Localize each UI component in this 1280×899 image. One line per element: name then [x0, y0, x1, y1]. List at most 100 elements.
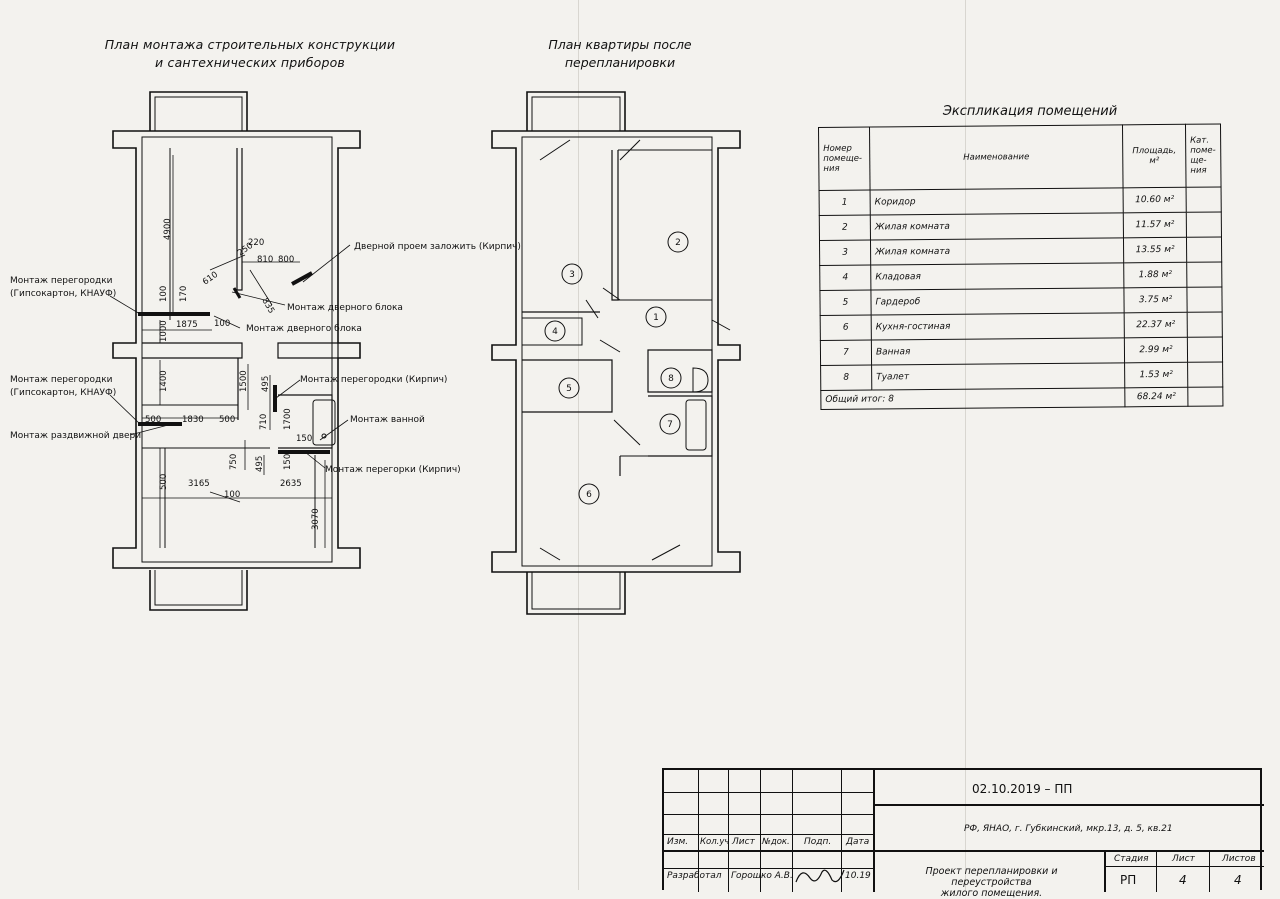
signature-icon [795, 869, 845, 883]
dim-100-c: 100 [224, 490, 240, 500]
row-area: 3.75 м² [1123, 287, 1188, 313]
note-partition-brick-1: Монтаж перегородки (Кирпич) [300, 375, 447, 385]
room-number-4: 4 [552, 327, 558, 337]
dim-3070: 3070 [311, 508, 321, 530]
stamp-line [873, 770, 875, 892]
stamp-project: Проект перепланировки и переустройства ж… [889, 866, 1094, 899]
explication-table: Номер помеще-ния Наименование Площадь, м… [818, 123, 1223, 410]
row-category [1187, 336, 1223, 363]
table-row: 7 Ванная 2.99 м² [820, 336, 1223, 366]
dim-710: 710 [259, 414, 269, 430]
row-name: Гардероб [870, 287, 1125, 316]
row-category [1186, 186, 1222, 213]
stamp-sheets-label: Листов [1222, 854, 1256, 864]
stamp-stage: РП [1120, 873, 1137, 887]
stamp-line [1209, 850, 1210, 892]
dim-4900: 4900 [163, 218, 173, 240]
dim-150-b: 150 [283, 454, 293, 470]
stamp-line [728, 770, 729, 892]
row-area: 22.37 м² [1124, 312, 1188, 338]
note-partition-gkl-2-line1: Монтаж перегородки [10, 375, 113, 385]
dim-1830: 1830 [182, 415, 204, 425]
dim-150-a: 150 [296, 434, 312, 444]
row-name: Кухня-гостиная [871, 312, 1125, 341]
row-num: 5 [819, 290, 872, 316]
note-door-block-1: Монтаж дверного блока [287, 303, 403, 313]
mount-plan-title-line1: План монтажа строительных конструкции [104, 37, 396, 52]
row-num: 2 [819, 215, 871, 241]
total-row: Общий итог: 8 68.24 м² [820, 386, 1223, 410]
row-name: Туалет [871, 362, 1125, 391]
stamp-role: Разработал [667, 871, 722, 881]
stamp-line [664, 850, 873, 852]
room-number-1: 1 [653, 313, 659, 323]
table-row: 5 Гардероб 3.75 м² [819, 286, 1223, 316]
dim-810: 810 [257, 255, 273, 265]
room-number-5: 5 [566, 384, 572, 394]
dim-1000: 1000 [159, 320, 169, 342]
stamp-line [698, 770, 699, 892]
row-num: 6 [820, 315, 872, 341]
title-block-stamp: 02.10.2019 – ПП РФ, ЯНАО, г. Губкинский,… [662, 768, 1264, 899]
row-category [1186, 261, 1222, 288]
row-category [1186, 286, 1223, 313]
stamp-line [664, 868, 873, 869]
after-plan-title-line2: перепланировки [564, 55, 676, 70]
after-plan-title-line1: План квартиры после [548, 37, 692, 52]
row-category [1187, 361, 1223, 388]
row-area: 13.55 м² [1123, 237, 1187, 263]
stamp-date: 10.19 [845, 871, 871, 881]
row-num: 3 [819, 240, 871, 266]
row-name: Ванная [871, 337, 1125, 366]
stamp-line [760, 770, 761, 892]
dim-495-a: 495 [261, 376, 271, 392]
table-row: 4 Кладовая 1.88 м² [819, 261, 1222, 291]
table-row: 8 Туалет 1.53 м² [820, 361, 1223, 391]
dim-220: 220 [248, 238, 264, 248]
dim-495-b: 495 [255, 456, 265, 472]
dim-100-a: 100 [159, 286, 169, 302]
after-plan-title: План квартиры после перепланировки [520, 36, 720, 72]
header-room-number: Номер помеще-ния [818, 127, 871, 191]
note-partition-gkl-1-line2: (Гипсокартон, КНАУФ) [10, 289, 116, 299]
room-number-3: 3 [569, 270, 575, 280]
dim-170: 170 [179, 286, 189, 302]
stamp-sheets: 4 [1234, 873, 1242, 887]
dim-2635: 2635 [280, 479, 302, 489]
row-num: 8 [820, 365, 872, 391]
stamp-doc-code: 02.10.2019 – ПП [972, 782, 1073, 796]
stamp-line [792, 770, 793, 892]
stamp-line [873, 804, 1264, 806]
paper-fold-line [578, 0, 579, 890]
explication-title: Экспликация помещений [942, 104, 1118, 119]
note-partition-gkl-1-line1: Монтаж перегородки [10, 276, 113, 286]
header-area: Площадь, м² [1122, 124, 1187, 188]
total-category [1187, 386, 1223, 407]
stamp-line [1104, 866, 1264, 867]
stamp-col-koluch: Кол.уч [700, 837, 730, 847]
stamp-sheet-label: Лист [1172, 854, 1195, 864]
dim-500-b: 500 [219, 415, 235, 425]
stamp-line [841, 770, 842, 892]
note-door-block-2: Монтаж дверного блока [246, 324, 362, 334]
note-sliding-door: Монтаж раздвижной двери [10, 431, 141, 441]
total-area: 68.24 м² [1124, 387, 1188, 407]
row-num: 4 [819, 265, 871, 291]
row-area: 2.99 м² [1124, 337, 1188, 363]
stamp-col-list: Лист [732, 837, 755, 847]
stamp-line [1156, 850, 1157, 892]
row-category [1186, 211, 1222, 238]
stamp-col-podp: Подп. [804, 837, 832, 847]
room-number-6: 6 [586, 490, 592, 500]
row-name: Коридор [870, 187, 1124, 216]
total-label: Общий итог: 8 [820, 387, 1125, 410]
dim-1875: 1875 [176, 320, 198, 330]
table-row: 1 Коридор 10.60 м² [819, 186, 1222, 216]
mount-plan-title-line2: и сантехнических приборов [155, 55, 345, 70]
row-area: 1.53 м² [1124, 362, 1188, 388]
stamp-line [873, 850, 1264, 852]
header-category: Кат. поме-ще-ния [1185, 123, 1222, 188]
dim-750: 750 [229, 454, 239, 470]
